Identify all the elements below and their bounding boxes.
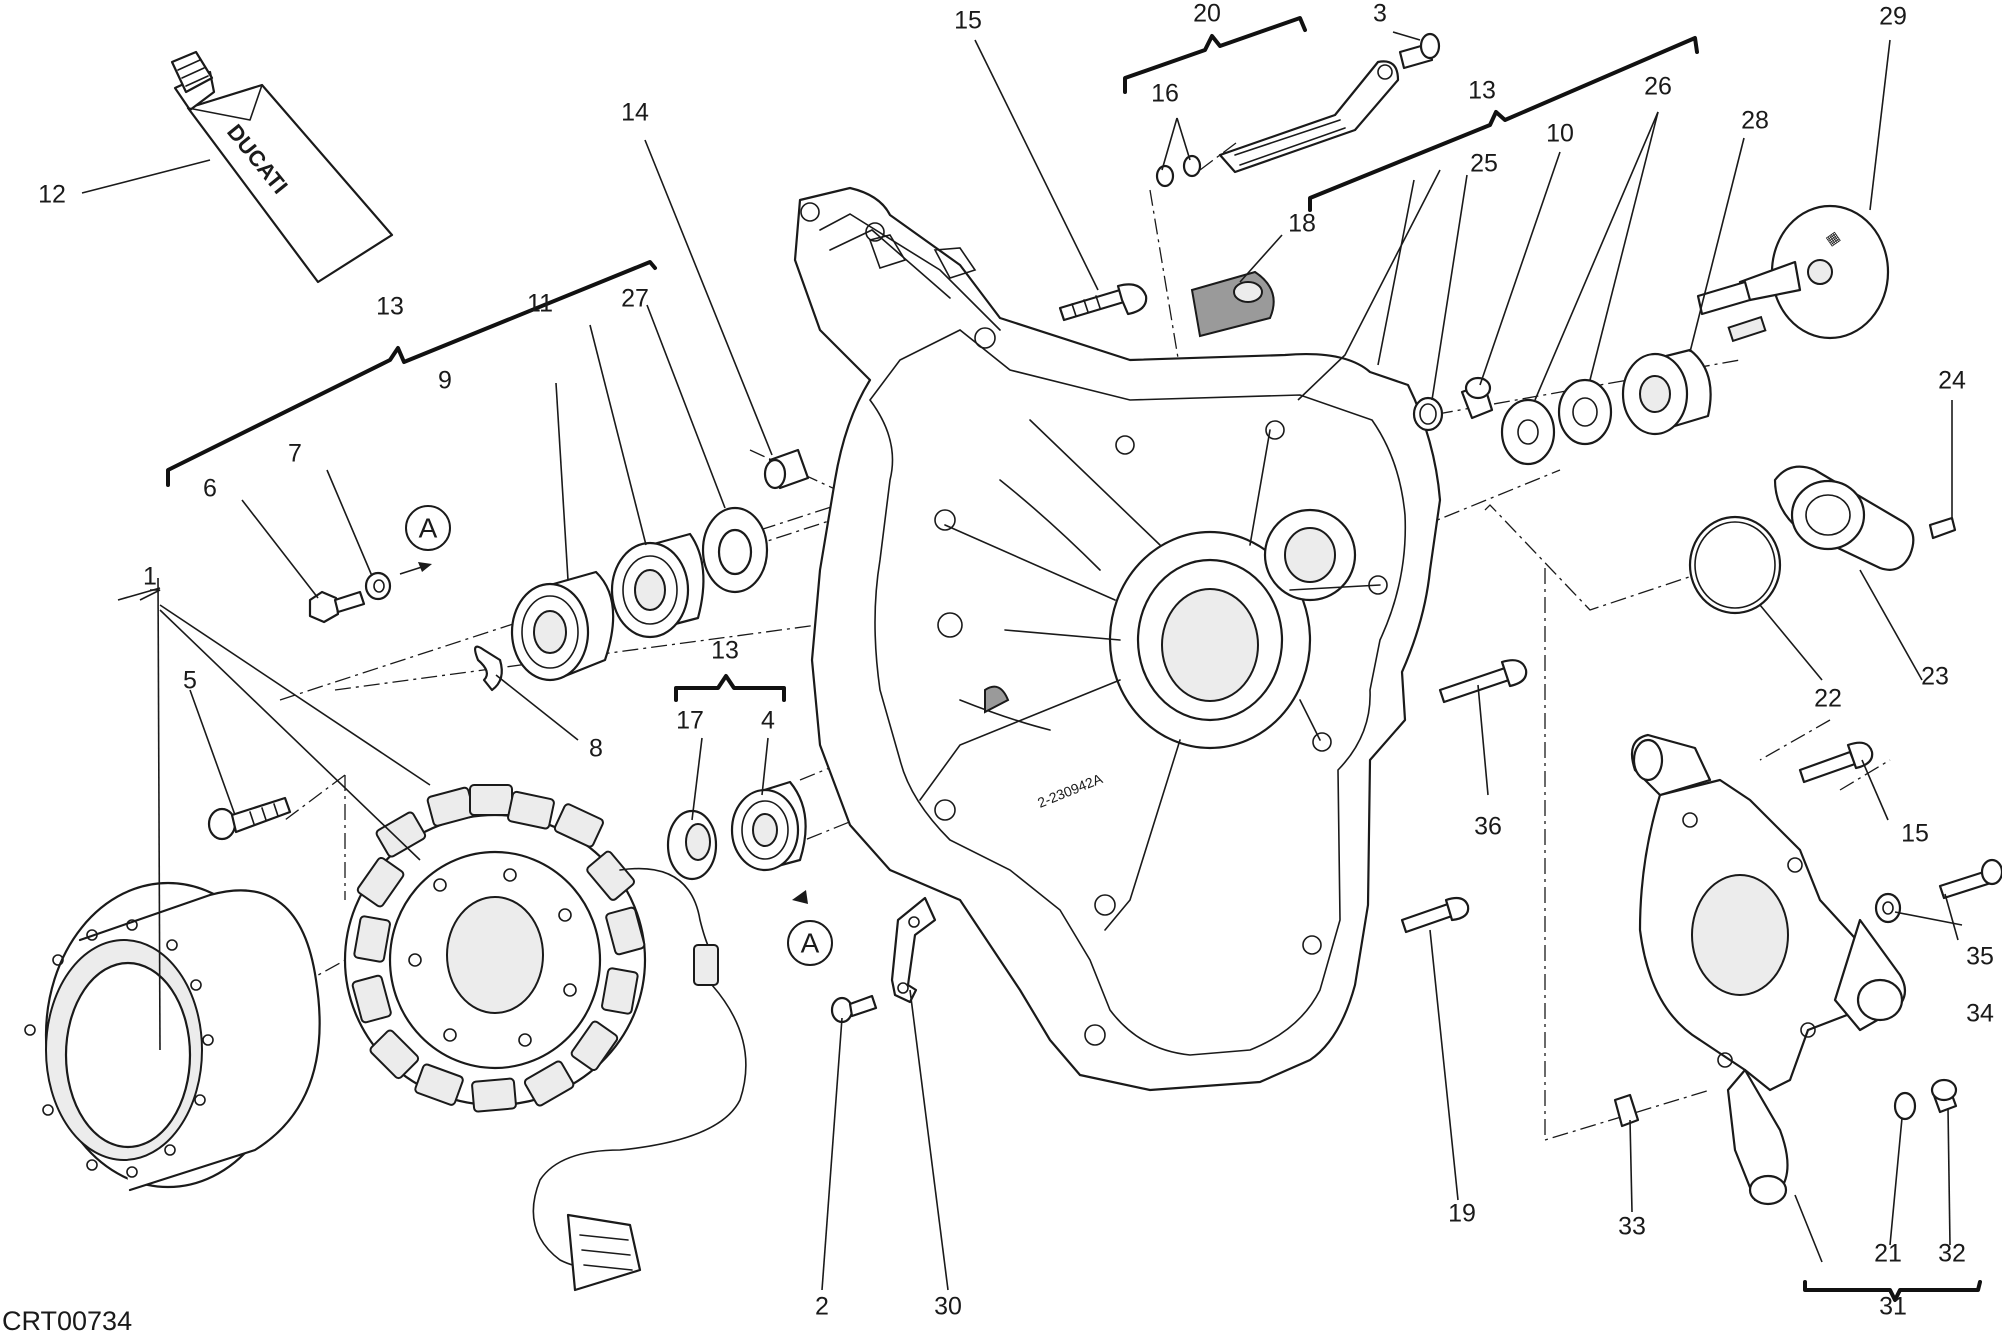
callout-13-middle: 13	[711, 637, 739, 665]
brace-31	[1803, 1280, 1982, 1302]
callout-32: 32	[1938, 1240, 1966, 1268]
callout-25: 25	[1470, 150, 1498, 178]
seal-26a	[1500, 398, 1556, 466]
seal-26b	[1557, 378, 1613, 446]
callout-labels: 1 2 3 4 5 6 7 8 9 10 11 12 13 13 13 14 1…	[38, 0, 1994, 1321]
sealant-tube: DUCATI	[170, 50, 394, 284]
screw-3	[1398, 32, 1441, 70]
bearing-4	[730, 780, 807, 872]
brace-20	[1123, 16, 1307, 94]
callout-4: 4	[761, 707, 775, 735]
callout-14: 14	[621, 99, 649, 127]
callout-19: 19	[1448, 1200, 1476, 1228]
callout-36: 36	[1474, 813, 1502, 841]
oring-22	[1688, 515, 1782, 615]
callout-7: 7	[288, 440, 302, 468]
callout-9: 9	[438, 367, 452, 395]
callout-3: 3	[1373, 0, 1387, 28]
bolt-15-right	[1798, 741, 1874, 784]
stator-poles	[351, 784, 646, 1113]
flywheel-rotor	[24, 881, 321, 1192]
bolt-15-top	[1058, 283, 1148, 322]
callout-15-top: 15	[954, 7, 982, 35]
callout-16: 16	[1151, 80, 1179, 108]
water-pump-cover	[1630, 733, 1907, 1206]
leader-lines	[81, 31, 1963, 1291]
washer-21	[1893, 1091, 1917, 1121]
oring-25	[1412, 396, 1444, 432]
callout-34: 34	[1966, 1000, 1994, 1028]
reference-marker-a-bottom: A	[787, 890, 833, 966]
dowel-33	[1613, 1093, 1640, 1128]
callout-24: 24	[1938, 367, 1966, 395]
callout-5: 5	[183, 667, 197, 695]
bolt-6	[308, 590, 366, 624]
flywheel-bolt-holes	[24, 919, 214, 1178]
callout-18: 18	[1288, 210, 1316, 238]
callout-20: 20	[1193, 0, 1221, 28]
circlip-17	[666, 809, 718, 881]
washers-16	[1155, 154, 1202, 188]
callout-6: 6	[203, 475, 217, 503]
washer-34	[1874, 892, 1902, 924]
shim-27	[701, 506, 769, 594]
screw-24	[1928, 516, 1957, 540]
callout-8: 8	[589, 735, 603, 763]
reference-marker-a-top: A	[399, 505, 451, 575]
plug-32	[1930, 1078, 1958, 1114]
plug-10	[1460, 376, 1494, 420]
brace-13-middle	[674, 674, 786, 702]
svg-text:A: A	[419, 513, 438, 544]
cover-23	[1773, 465, 1915, 571]
pin-20	[1218, 60, 1400, 174]
dowel-14	[763, 448, 810, 490]
callout-13-left: 13	[376, 293, 404, 321]
callout-23: 23	[1921, 663, 1949, 691]
callout-30: 30	[934, 1293, 962, 1321]
diagram-code: CRT00734	[2, 1306, 132, 1336]
bolt-5	[207, 796, 292, 841]
circlip-8	[473, 645, 503, 692]
callout-27: 27	[621, 285, 649, 313]
callout-28: 28	[1741, 107, 1769, 135]
svg-text:A: A	[801, 928, 820, 959]
bolt-19	[1400, 896, 1470, 934]
generator-cover: 2-230942A	[793, 186, 1442, 1092]
bracket-30	[890, 896, 937, 1004]
brace-13-right	[1308, 36, 1699, 212]
callout-21: 21	[1874, 1240, 1902, 1268]
callout-2: 2	[815, 1293, 829, 1321]
seal-28	[1621, 348, 1712, 436]
callout-15-right: 15	[1901, 820, 1929, 848]
group-braces	[166, 16, 1982, 1302]
impeller-29: ▦	[1696, 204, 1890, 343]
stator	[343, 784, 747, 1292]
bolt-35	[1938, 858, 2002, 900]
screw-2	[830, 994, 878, 1024]
bearing-11	[610, 532, 705, 639]
callout-1: 1	[143, 563, 157, 591]
callout-13-right: 13	[1468, 77, 1496, 105]
washer-7	[364, 571, 392, 601]
bush-18	[1190, 270, 1275, 338]
callout-11: 11	[527, 290, 553, 318]
bearing-9	[510, 570, 615, 682]
callout-12: 12	[38, 181, 66, 209]
callout-35: 35	[1966, 943, 1994, 971]
brace-13-left	[166, 260, 657, 487]
callout-33: 33	[1618, 1213, 1646, 1241]
callout-17: 17	[676, 707, 704, 735]
callout-31: 31	[1879, 1293, 1907, 1321]
stator-mount-holes	[408, 868, 577, 1047]
callout-29: 29	[1879, 3, 1907, 31]
callout-22: 22	[1814, 685, 1842, 713]
callout-10: 10	[1546, 120, 1574, 148]
bolt-36	[1438, 659, 1528, 704]
callout-26: 26	[1644, 73, 1672, 101]
